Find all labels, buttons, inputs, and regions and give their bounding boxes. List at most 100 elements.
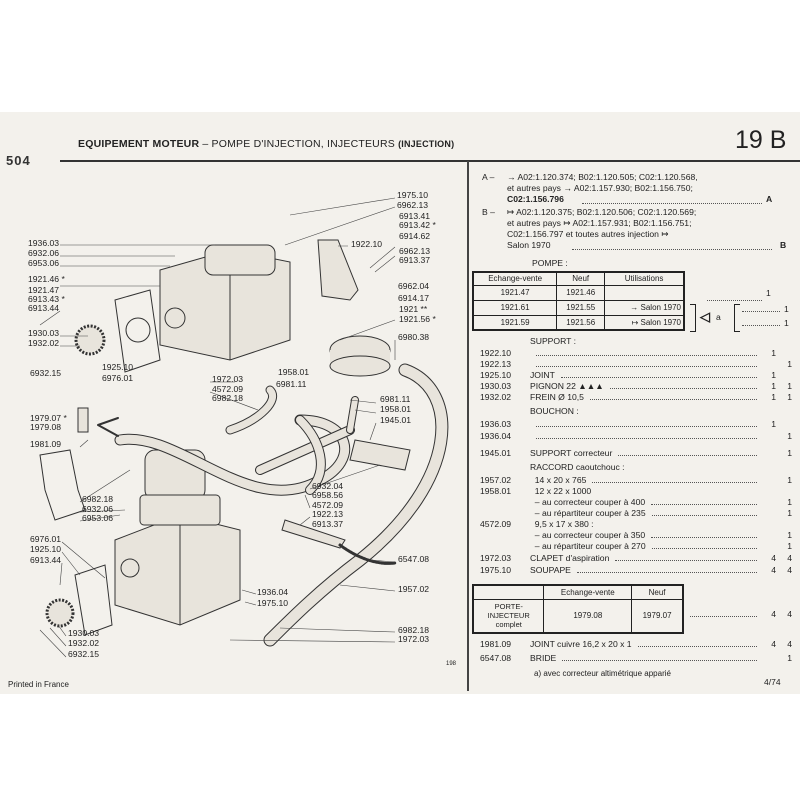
part-label: 1975.10: [397, 190, 429, 200]
part-label: 1925.10: [30, 544, 62, 554]
pompe-heading: POMPE :: [532, 258, 568, 268]
part-label: 6914.62: [399, 231, 431, 241]
leader-dots: [572, 240, 772, 250]
variant-b-label: B –: [482, 207, 495, 217]
clamp-6547-08: [338, 543, 397, 565]
part-label: 6953.06: [82, 513, 114, 523]
part-label: 1945.01: [380, 415, 412, 425]
part-label: 6958.56: [312, 490, 344, 500]
col-header: Echange-vente: [543, 584, 633, 600]
injector-holder-body: [39, 449, 86, 521]
model-logo: 504: [6, 153, 31, 168]
part-label: 1930.03: [28, 328, 60, 338]
part-label: 6914.17: [398, 293, 430, 303]
pump-shaft-lower: [120, 558, 140, 578]
header-rule: [60, 160, 800, 162]
part-label: 6981.11: [276, 379, 307, 389]
part-label: 1979.07 *: [30, 413, 67, 423]
leader-dots: [742, 310, 780, 312]
part-label: 6976.01: [102, 373, 134, 383]
part-label: 1936.04: [257, 587, 289, 597]
variant-a-line3: C02:1.156.796: [507, 194, 564, 204]
part-label: 6913.41: [399, 211, 431, 221]
qty: 1: [784, 318, 789, 328]
corrector-support: [349, 439, 411, 471]
page-reference: 198: [446, 661, 457, 667]
leader-dots: [742, 324, 780, 326]
gear-lower: [45, 598, 75, 628]
variant-a-label: A –: [482, 172, 495, 182]
leader-dots: [707, 292, 762, 301]
part-label: 1925.10: [102, 362, 134, 372]
col-header: Utilisations: [604, 271, 685, 286]
part-label: 6982.18: [82, 494, 114, 504]
section-number: 19 B: [735, 126, 787, 154]
part-label: 6913.37: [399, 255, 431, 265]
variant-a-line2: et autres pays → A02:1.157.930; B02:1.15…: [507, 183, 693, 193]
bouchon-heading: BOUCHON :: [530, 406, 579, 416]
part-label: 6913.43 *: [28, 294, 65, 304]
leader-dots: [582, 194, 762, 204]
part-label: 6932.15: [68, 649, 100, 659]
qty: 1: [784, 304, 789, 314]
part-label: 6913.44: [30, 555, 62, 565]
bracket: [317, 239, 359, 301]
part-row: 4572.09 9,5 x 17 x 380 :: [480, 519, 594, 529]
part-label: 6932.06: [82, 504, 114, 514]
qty: 1: [766, 288, 771, 298]
part-label: 1922.10: [351, 239, 383, 249]
note-marker: a: [716, 312, 721, 322]
part-label: 6982.18: [212, 393, 244, 403]
part-label: 1936.03: [28, 238, 60, 248]
pump-head-upper: [204, 244, 276, 276]
column-divider: [467, 161, 469, 691]
gear-upper: [74, 324, 106, 356]
edition-date: 4/74: [764, 677, 781, 687]
parts-list: A – → A02:1.120.374; B02:1.120.505; C02:…: [472, 172, 792, 692]
part-label: 1975.10: [257, 598, 289, 608]
part-label: 1958.01: [278, 367, 310, 377]
variant-b-line1: ↦ A02:1.120.375; B02:1.120.506; C02:1.12…: [507, 207, 697, 217]
exploded-diagram: 1975.10 6962.13 6913.41 6913.42 * 6914.6…: [0, 162, 466, 692]
raccord-heading: RACCORD caoutchouc :: [530, 462, 625, 472]
part-label: 1979.08: [30, 422, 62, 432]
part-label: 1957.02: [398, 584, 430, 594]
triangle-icon: ◁: [700, 309, 710, 324]
diagram-drawing: [39, 197, 449, 658]
support-heading: SUPPORT :: [530, 336, 577, 346]
part-label: 6982.18: [398, 625, 430, 635]
part-label: 1981.09: [30, 439, 62, 449]
part-label: 6547.08: [398, 554, 430, 564]
part-label: 6913.42 *: [399, 220, 436, 230]
part-label: 6962.13: [399, 246, 431, 256]
bracket: [734, 304, 740, 332]
part-label: 6976.01: [30, 534, 62, 544]
part-label: 4572.09: [312, 500, 344, 510]
part-label: 6932.04: [312, 481, 344, 491]
part-row: 1958.01 12 x 22 x 1000: [480, 486, 592, 496]
col-header: Echange-vente: [472, 271, 558, 286]
part-label: 1932.02: [68, 638, 100, 648]
variant-a-line1: → A02:1.120.374; B02:1.120.505; C02:1.12…: [507, 172, 698, 182]
variant-b-line4: Salon 1970: [507, 240, 551, 250]
printed-in-france: Printed in France: [8, 680, 69, 689]
part-label: 6962.04: [398, 281, 430, 291]
part-label: 6913.37: [312, 519, 344, 529]
